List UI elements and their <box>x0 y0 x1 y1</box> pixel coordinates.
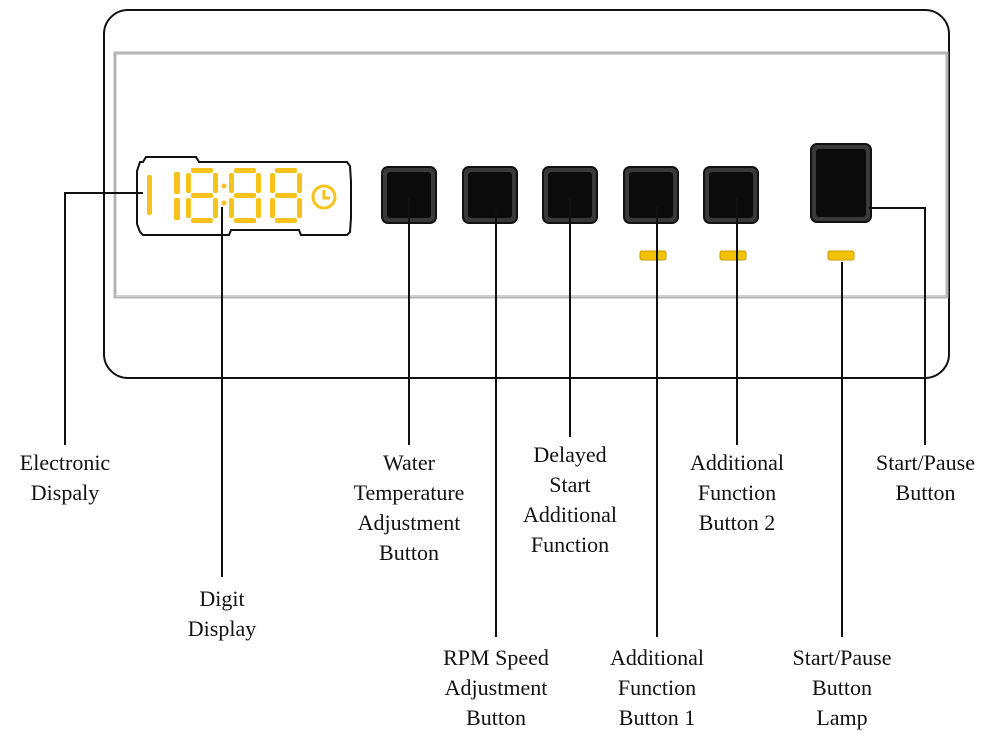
label-water-temperature: Water Temperature Adjustment Button <box>339 448 479 568</box>
start-pause-lamp <box>827 250 855 261</box>
label-line: Button 1 <box>618 705 696 730</box>
label-line: Function <box>617 675 697 700</box>
label-line: Start/Pause <box>792 645 892 670</box>
label-line: Adjustment <box>444 675 548 700</box>
rpm-speed-button[interactable] <box>462 166 518 224</box>
water-temperature-button[interactable] <box>381 166 437 224</box>
label-line: Display <box>187 616 257 641</box>
label-line: Button <box>812 675 872 700</box>
leader-lines <box>64 192 926 637</box>
leader-electronic-display <box>64 192 143 445</box>
label-line: Temperature <box>353 480 465 505</box>
label-line: Lamp <box>816 705 868 730</box>
label-line: Function <box>530 532 610 557</box>
label-additional-function-2: Additional Function Button 2 <box>672 448 802 538</box>
label-line: Start/Pause <box>876 450 975 475</box>
delayed-start-button[interactable] <box>542 166 598 224</box>
digit-one <box>174 172 180 220</box>
label-start-pause-button: Start/Pause Button <box>858 448 993 508</box>
label-electronic-display: Electronic Dispaly <box>0 448 130 508</box>
digit-eight-1 <box>186 168 218 223</box>
label-line: Button <box>895 480 956 505</box>
digit-eight-2 <box>229 168 261 223</box>
label-line: Button <box>379 540 439 565</box>
additional-function-button-1[interactable] <box>623 166 679 224</box>
colon <box>221 183 227 206</box>
label-line: Function <box>697 480 777 505</box>
label-line: Water <box>383 450 435 475</box>
label-line: Additional <box>522 502 618 527</box>
label-line: Additional <box>689 450 785 475</box>
label-rpm-speed: RPM Speed Adjustment Button <box>421 643 571 733</box>
additional-function-1-lamp <box>639 250 667 261</box>
start-pause-button[interactable] <box>810 143 872 223</box>
label-delayed-start: Delayed Start Additional Function <box>505 440 635 560</box>
label-line: Delayed <box>533 442 607 467</box>
label-digit-display: Digit Display <box>167 584 277 644</box>
label-line: Electronic <box>19 450 111 475</box>
partial-digit-segment <box>147 175 152 215</box>
label-line: RPM Speed <box>443 645 549 670</box>
label-line: Adjustment <box>357 510 461 535</box>
digit-eight-3 <box>270 168 302 223</box>
leader-start-pause-button <box>869 207 926 445</box>
label-line: Button 2 <box>698 510 776 535</box>
label-line: Digit <box>199 586 245 611</box>
label-start-pause-lamp: Start/Pause Button Lamp <box>772 643 912 733</box>
label-line: Dispaly <box>30 480 100 505</box>
label-line: Additional <box>609 645 705 670</box>
label-additional-function-1: Additional Function Button 1 <box>592 643 722 733</box>
clock-icon <box>311 184 337 210</box>
electronic-display <box>136 156 352 236</box>
label-line: Button <box>466 705 526 730</box>
label-line: Start <box>549 472 591 497</box>
additional-function-button-2[interactable] <box>703 166 759 224</box>
additional-function-2-lamp <box>719 250 747 261</box>
